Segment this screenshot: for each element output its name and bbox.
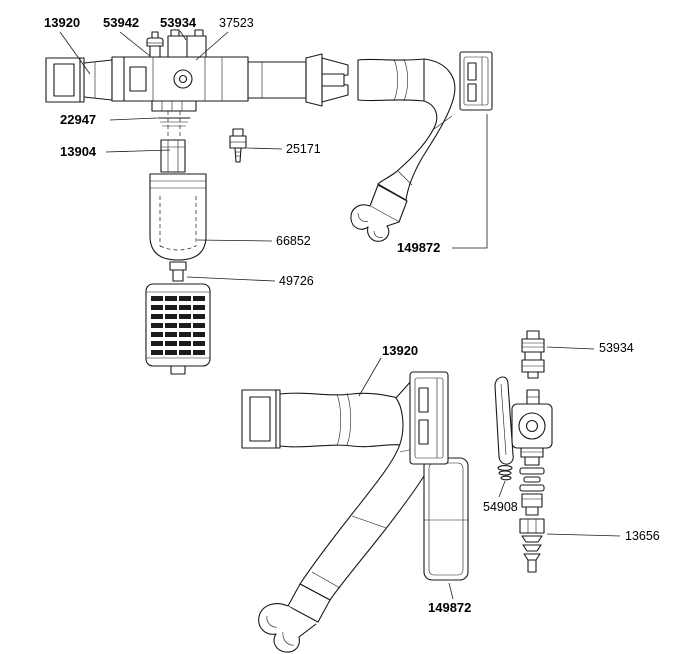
part-labels: 13920 53942 53934 37523 22947 13904 2517…: [44, 15, 660, 615]
hose-assembly-top-right: [350, 51, 493, 242]
part-label-22947: 22947: [60, 112, 96, 127]
filter-element: [160, 139, 186, 173]
part-label-37523: 37523: [219, 16, 254, 30]
part-label-149872-top: 149872: [397, 240, 440, 255]
leader-line: [452, 114, 488, 249]
relief-valve-fitting: [146, 31, 164, 58]
filter-bowl: [149, 173, 207, 261]
leader-line: [105, 149, 171, 153]
part-label-49726: 49726: [279, 274, 314, 288]
leader-line: [246, 147, 283, 150]
leader-line: [195, 31, 229, 61]
part-label-149872-bottom: 149872: [428, 600, 471, 615]
strap-slider-bottom: [241, 389, 281, 449]
muffler: [145, 283, 211, 375]
strap-slider-top: [45, 57, 85, 103]
hose-assembly-bottom: [241, 371, 469, 653]
part-label-25171: 25171: [286, 142, 321, 156]
washer-stack: [519, 467, 545, 516]
part-label-53942: 53942: [103, 15, 139, 30]
leader-line: [109, 117, 158, 121]
mini-valve-25171: [229, 128, 247, 163]
hose-connector-top: [459, 51, 493, 111]
top-strap-assembly: [45, 29, 425, 138]
part-label-13920-top: 13920: [44, 15, 80, 30]
retaining-clip-54908: [494, 376, 514, 481]
part-label-13904: 13904: [60, 144, 97, 159]
leader-line: [448, 582, 454, 600]
webbing-right: [247, 57, 307, 103]
hose-clip-top: [350, 184, 408, 242]
leader-line: [186, 276, 276, 282]
hose-connector-bottom: [409, 371, 449, 465]
leader-line: [358, 357, 382, 397]
barbed-fitting-13656: [519, 518, 545, 573]
leader-line: [196, 239, 273, 242]
diaphragm-discs: [157, 117, 191, 127]
part-label-53934-right: 53934: [599, 341, 634, 355]
leader-line: [59, 31, 91, 75]
side-release-buckle: [305, 53, 349, 107]
part-label-66852: 66852: [276, 234, 311, 248]
hose-top: [377, 58, 456, 201]
filter-regulator-head: [111, 29, 249, 112]
webbing-far-right: [357, 58, 425, 102]
webbing-bottom: [279, 392, 413, 448]
webbing-left: [83, 59, 113, 101]
fill-plug: [173, 69, 193, 89]
part-label-54908: 54908: [483, 500, 518, 514]
hose-clip-bottom: [258, 583, 331, 653]
leader-line: [546, 346, 595, 350]
part-label-53934-top: 53934: [160, 15, 197, 30]
leader-line: [119, 31, 151, 57]
small-parts-column: [494, 330, 553, 573]
part-label-13656: 13656: [625, 529, 660, 543]
leader-lines: [59, 30, 621, 600]
drain-port: [151, 100, 197, 112]
valve-body: [511, 389, 553, 466]
filter-column: [145, 128, 247, 375]
top-fitting-block: [167, 29, 207, 58]
bowl-nipple: [169, 261, 187, 282]
fitting-53934: [521, 330, 545, 379]
leader-line: [546, 533, 621, 537]
leader-line: [179, 30, 187, 41]
guide-block: [423, 457, 469, 581]
leader-line: [498, 480, 506, 498]
part-label-13920-bottom: 13920: [382, 343, 418, 358]
